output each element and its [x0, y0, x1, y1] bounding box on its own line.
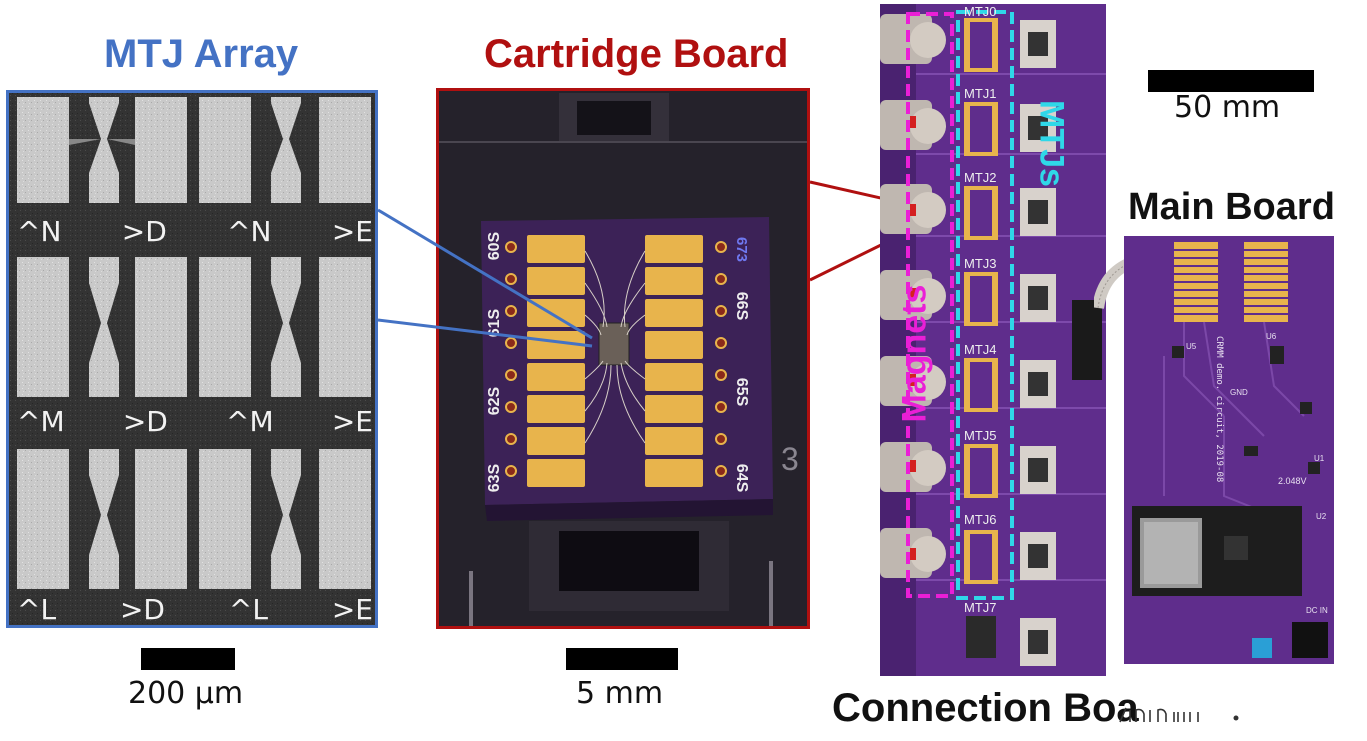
connection-board-title-remnant [1118, 704, 1248, 724]
silk-dc-in: DC IN [1306, 606, 1328, 615]
mtj-sockets [964, 18, 998, 658]
silk-u6: U6 [1266, 332, 1277, 341]
mtj-label: MTJ2 [964, 170, 997, 185]
mtj-label: MTJ0 [964, 4, 997, 19]
sem-label: >D [121, 215, 167, 248]
cartridge-pad-label: 65S [733, 377, 750, 407]
mtj-label: MTJ1 [964, 86, 997, 101]
sem-label: >D [119, 593, 165, 626]
sem-label: ^L [17, 593, 57, 626]
switches [1020, 20, 1056, 666]
cartridge-right-pads [645, 235, 703, 487]
silk-2048v: 2.048V [1278, 476, 1307, 486]
connection-board-title-text: Connection Boa [832, 686, 1139, 730]
main-board-photo: CRMM demo. circuit, 2019-08 U5 U6 GND U1… [1124, 236, 1334, 664]
sem-label: >D [122, 405, 168, 438]
main-board-silk-title: CRMM demo. circuit, 2019-08 [1214, 336, 1224, 483]
connection-board-title: Connection Boa [832, 686, 1139, 731]
cartridge-pad-label: 66S [733, 291, 750, 321]
sem-labels-row-2: ^M >D ^M >E [17, 405, 373, 438]
mtj-array-title: MTJ Array [104, 32, 299, 76]
cartridge-board-title: Cartridge Board [484, 32, 789, 76]
cartridge-pad-label: 64S [733, 463, 750, 493]
photo-scale-bar [1148, 70, 1314, 92]
magnets-label: Magnets [895, 284, 934, 423]
cartridge-pad-label: 63S [486, 463, 503, 493]
sem-label: ^L [228, 593, 268, 626]
mtj-array-panel: ^N >D ^N >E ^M >D ^M >E ^L >D ^L >E [6, 90, 378, 628]
mtj-scale-label: 200 µm [128, 676, 244, 711]
silk-gnd: GND [1230, 388, 1248, 397]
sem-row-3 [17, 449, 371, 589]
cartridge-pad-label: 61S [486, 309, 503, 338]
mtj-label: MTJ6 [964, 512, 997, 527]
cartridge-scale-label: 5 mm [576, 676, 664, 711]
sem-label: >E [331, 593, 373, 626]
photo-scale-label: 50 mm [1174, 90, 1281, 125]
sem-row-1 [17, 97, 371, 203]
mtj-label: MTJ3 [964, 256, 997, 271]
sem-label: >E [331, 215, 373, 248]
mtj-scale-bar [141, 648, 235, 670]
sem-label: ^M [226, 405, 274, 438]
sem-row-2 [17, 257, 371, 397]
cartridge-board-panel: 60S 61S 62S 63S 66S 65S 64S 673 3 [436, 88, 810, 629]
silk-u2: U2 [1316, 512, 1327, 521]
sem-label: ^M [17, 405, 65, 438]
mtj-label: MTJ7 [964, 600, 997, 615]
silk-u5: U5 [1186, 342, 1197, 351]
silk-u1: U1 [1314, 454, 1325, 463]
sem-label: >E [331, 405, 373, 438]
sem-label: ^N [227, 215, 272, 248]
sem-labels-row-3: ^L >D ^L >E [17, 593, 373, 626]
mtjs-label: MTJs [1032, 100, 1071, 187]
sem-labels-row-1: ^N >D ^N >E [17, 215, 373, 248]
mtj-label: MTJ5 [964, 428, 997, 443]
cartridge-slot-number: 3 [781, 441, 799, 477]
connection-board-photo: MTJ0 MTJ1 MTJ2 MTJ3 MTJ4 MTJ5 MTJ6 MTJ7 … [880, 4, 1106, 676]
main-board-title: Main Board [1128, 186, 1335, 228]
cartridge-right-labels: 66S 65S 64S [729, 292, 753, 492]
magnets [880, 14, 946, 578]
sem-label: ^N [17, 215, 62, 248]
cartridge-pad-label: 60S [486, 231, 503, 261]
cartridge-left-labels: 60S 61S 62S 63S [483, 232, 507, 492]
cartridge-scale-bar [566, 648, 678, 670]
cartridge-pad-label: 62S [486, 386, 503, 415]
cartridge-corner-label: 673 [733, 236, 751, 263]
mtj-label: MTJ4 [964, 342, 997, 357]
